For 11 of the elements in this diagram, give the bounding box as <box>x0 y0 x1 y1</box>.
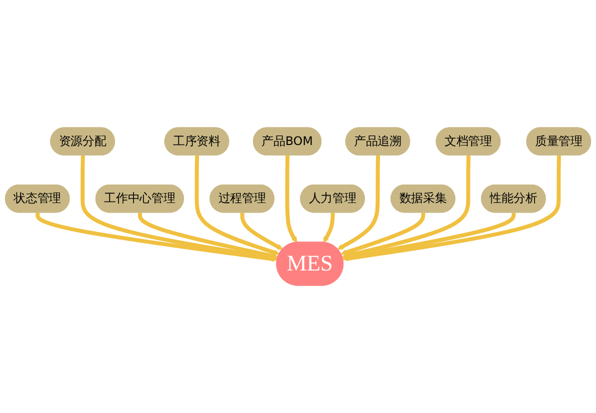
arrow <box>285 155 298 243</box>
arrow <box>337 155 380 250</box>
arrow <box>323 212 335 243</box>
arrow <box>342 212 516 260</box>
arrow <box>80 155 278 261</box>
arrow <box>342 155 470 258</box>
arrow <box>240 212 283 250</box>
arrow <box>194 155 280 256</box>
arrow <box>342 155 561 262</box>
arrow <box>36 212 278 262</box>
arrow <box>138 212 278 259</box>
